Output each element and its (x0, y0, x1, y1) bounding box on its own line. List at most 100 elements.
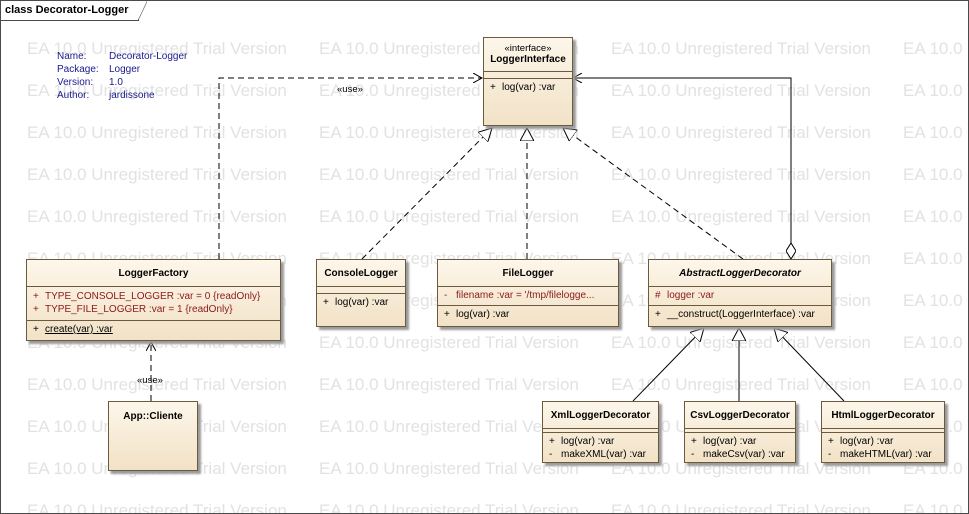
note-value: Decorator-Logger (109, 51, 188, 62)
attribute-signature: TYPE_FILE_LOGGER :var = 1 {readOnly} (45, 304, 233, 315)
class-name: LoggerInterface (490, 54, 566, 65)
operation-row: - makeCsv(var) :var (685, 448, 795, 461)
operation-row: + log(var) :var (317, 296, 405, 309)
class-xml-logger-decorator[interactable]: XmlLoggerDecorator + log(var) :var - mak… (542, 401, 659, 463)
visibility: - (828, 449, 832, 460)
class-app-cliente[interactable]: App::Cliente (108, 401, 198, 471)
operation-section: + log(var) :var (484, 78, 572, 94)
class-name: HtmlLoggerDecorator (831, 410, 935, 421)
visibility: + (33, 304, 39, 315)
link-xml-extends-abstract (632, 328, 704, 402)
attribute-section: + TYPE_CONSOLE_LOGGER :var = 0 {readOnly… (27, 286, 280, 320)
operation-signature: create(var) :var (45, 324, 113, 335)
attribute-row: # logger :var (649, 289, 831, 302)
operation-row: + create(var) :var (27, 323, 280, 336)
attribute-section: # logger :var (649, 286, 831, 305)
visibility: + (490, 82, 496, 93)
operation-signature: log(var) :var (840, 436, 894, 447)
note-key: Version: (57, 77, 94, 88)
link-console-realizes-interface (361, 128, 492, 260)
attribute-row: + TYPE_FILE_LOGGER :var = 1 {readOnly} (27, 303, 280, 316)
operation-row: + log(var) :var (543, 435, 658, 448)
note-key: Name: (57, 51, 87, 62)
link-abstract-aggregates-interface (573, 78, 791, 259)
class-logger-factory[interactable]: LoggerFactory + TYPE_CONSOLE_LOGGER :var… (26, 259, 281, 341)
visibility: - (691, 449, 695, 460)
class-name: ConsoleLogger (324, 268, 398, 279)
note-value: Logger (109, 64, 141, 75)
attribute-section (484, 71, 572, 78)
class-name: LoggerFactory (118, 268, 189, 279)
link-factory-uses-interface (218, 78, 482, 259)
attribute-section (317, 286, 405, 293)
link-abstract-realizes-interface (563, 128, 744, 260)
operation-signature: __construct(LoggerInterface) :var (667, 309, 815, 320)
visibility: + (323, 297, 329, 308)
visibility: - (444, 290, 448, 301)
operation-section: + log(var) :var (438, 305, 618, 321)
operation-row: + log(var) :var (438, 308, 618, 321)
visibility: - (549, 449, 553, 460)
attribute-section (543, 428, 658, 432)
visibility: + (655, 309, 661, 320)
class-name: FileLogger (502, 268, 554, 279)
use-label-bottom: «use» (137, 375, 163, 386)
diagram-notes: Name: Decorator-Logger Package: Logger V… (57, 50, 187, 102)
operation-row: + __construct(LoggerInterface) :var (649, 308, 831, 321)
attribute-signature: filename :var = '/tmp/filelogge... (456, 290, 595, 301)
class-name: CsvLoggerDecorator (690, 410, 790, 421)
operation-signature: log(var) :var (561, 436, 615, 447)
class-csv-logger-decorator[interactable]: CsvLoggerDecorator + log(var) :var - mak… (684, 401, 796, 463)
class-name: App::Cliente (123, 411, 183, 422)
operation-signature: log(var) :var (703, 436, 757, 447)
operation-signature: log(var) :var (456, 309, 510, 320)
note-key: Author: (57, 90, 90, 101)
use-label-top: «use» (337, 84, 363, 95)
class-file-logger[interactable]: FileLogger - filename :var = '/tmp/filel… (437, 259, 619, 327)
operation-signature: makeHTML(var) :var (840, 449, 932, 460)
note-row-author: Author: jardissone (57, 89, 187, 102)
operation-row: + log(var) :var (685, 435, 795, 448)
operation-row: + log(var) :var (484, 81, 572, 94)
frame-title: class Decorator-Logger (1, 1, 148, 21)
attribute-section: - filename :var = '/tmp/filelogge... (438, 286, 618, 305)
operation-section: + log(var) :var - makeXML(var) :var (543, 432, 658, 461)
class-abstract-logger-decorator[interactable]: AbstractLoggerDecorator # logger :var + … (648, 259, 832, 327)
class-name: XmlLoggerDecorator (550, 410, 651, 421)
note-row-version: Version: 1.0 (57, 76, 187, 89)
visibility: # (655, 290, 661, 301)
visibility: + (549, 436, 555, 447)
operation-signature: log(var) :var (335, 297, 389, 308)
note-row-package: Package: Logger (57, 63, 187, 76)
note-row-name: Name: Decorator-Logger (57, 50, 187, 63)
visibility: + (691, 436, 697, 447)
class-console-logger[interactable]: ConsoleLogger + log(var) :var (316, 259, 406, 327)
class-name: AbstractLoggerDecorator (679, 268, 801, 279)
operation-row: + log(var) :var (822, 435, 944, 448)
visibility: + (33, 324, 39, 335)
attribute-row: + TYPE_CONSOLE_LOGGER :var = 0 {readOnly… (27, 290, 280, 303)
operation-row: - makeXML(var) :var (543, 448, 658, 461)
operation-section: + log(var) :var - makeHTML(var) :var (822, 432, 944, 461)
link-html-extends-abstract (774, 328, 845, 402)
attribute-row: - filename :var = '/tmp/filelogge... (438, 289, 618, 302)
operation-section: + __construct(LoggerInterface) :var (649, 305, 831, 321)
operation-signature: log(var) :var (502, 82, 556, 93)
attribute-signature: TYPE_CONSOLE_LOGGER :var = 0 {readOnly} (45, 291, 261, 302)
operation-signature: makeCsv(var) :var (703, 449, 785, 460)
class-stereotype: «interface» (504, 43, 552, 54)
operation-section: + create(var) :var (27, 320, 280, 336)
operation-section: + log(var) :var - makeCsv(var) :var (685, 432, 795, 461)
note-value: 1.0 (109, 77, 123, 88)
operation-section: + log(var) :var (317, 293, 405, 309)
operation-signature: makeXML(var) :var (561, 449, 647, 460)
attribute-section (685, 428, 795, 432)
attribute-signature: logger :var (667, 290, 715, 301)
operation-row: - makeHTML(var) :var (822, 448, 944, 461)
visibility: + (33, 291, 39, 302)
class-logger-interface[interactable]: «interface» LoggerInterface + log(var) :… (483, 37, 573, 126)
class-html-logger-decorator[interactable]: HtmlLoggerDecorator + log(var) :var - ma… (821, 401, 945, 463)
visibility: + (828, 436, 834, 447)
